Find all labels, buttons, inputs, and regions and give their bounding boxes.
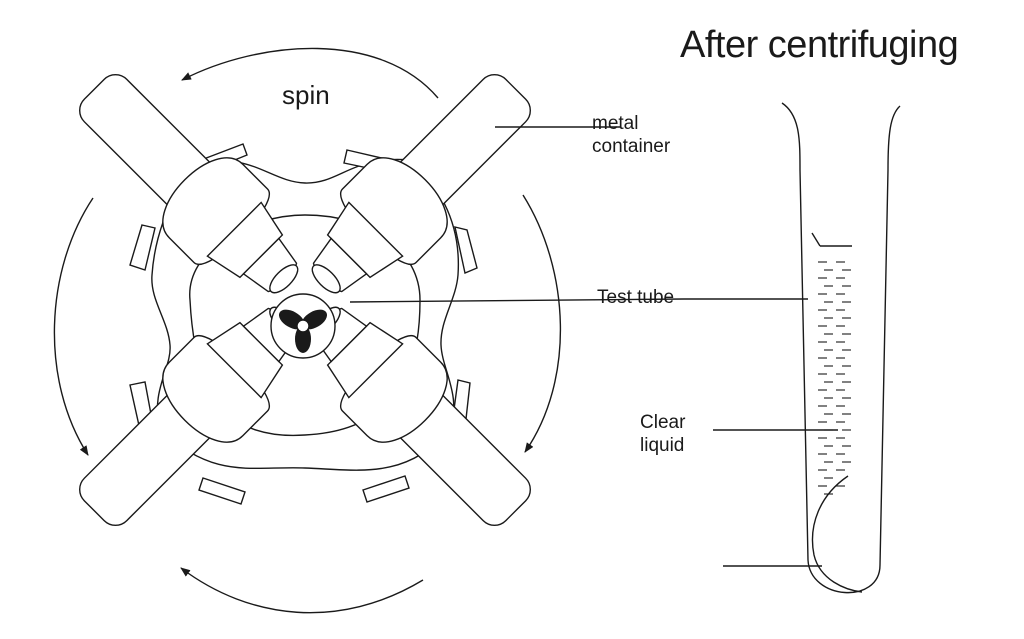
clear-liquid-label-line2: liquid [640,435,685,456]
rotor-slot-tab [454,226,478,274]
bucket-arm-top-right [311,73,532,294]
rotor-slot-tab [129,224,156,271]
clear-liquid-label: Clear liquid [640,411,685,457]
liquid-surface [811,232,821,247]
bucket-arm-top-left [78,73,299,294]
test-tube-outline [781,102,901,594]
metal-container-label: metal container [592,112,670,158]
spin-arrow-left [53,197,94,456]
spin-label: spin [282,80,330,110]
propeller-icon [278,309,328,353]
metal-container-label-line2: container [592,136,671,157]
spin-arrow-top [181,47,439,99]
spin-arrow-bottom [180,567,424,614]
spin-arrows [53,47,562,614]
suspension-dashes [818,261,851,495]
rotor-slot-tab [198,477,246,505]
bucket-arm-bottom-left [78,306,299,527]
rotor-spindle [270,293,336,359]
diagram-title: After centrifuging [680,24,959,66]
test-tube-leader [349,298,685,303]
bucket-arm-bottom-right [311,306,532,527]
spin-arrow-right [522,194,562,453]
rotor-slot-tab [362,475,410,503]
clear-liquid-label-line1: Clear [640,412,686,433]
metal-container-label-line1: metal [592,113,639,134]
test-tube-label: Test tube [597,287,675,308]
sediment-boundary [811,475,863,593]
test-tube-after [684,102,901,594]
